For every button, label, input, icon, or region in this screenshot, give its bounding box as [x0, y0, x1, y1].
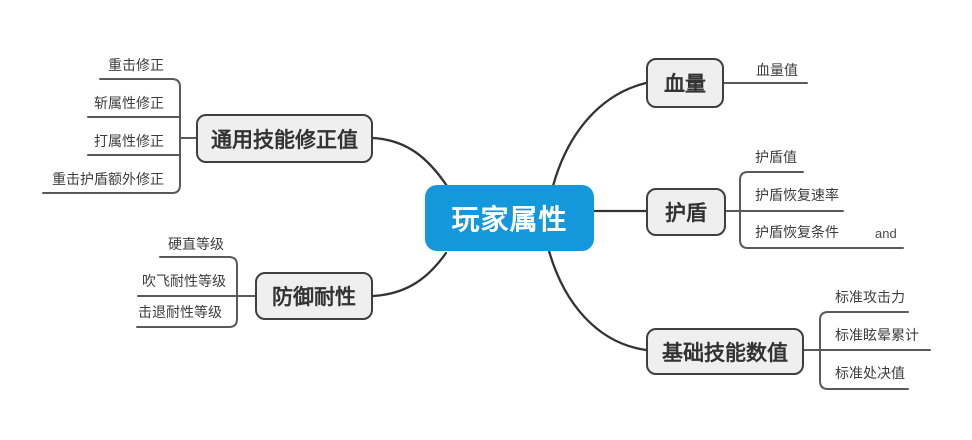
bracket-defense — [136, 256, 238, 328]
branch-base-skill-values[interactable]: 基础技能数值 — [646, 328, 804, 375]
curve-to-general-skill — [371, 136, 449, 188]
label-and[interactable]: and — [875, 226, 897, 241]
leaf-strike-attr-modifier[interactable]: 打属性修正 — [94, 133, 164, 149]
curve-to-defense — [371, 251, 448, 298]
branch-defense-resistance[interactable]: 防御耐性 — [255, 272, 373, 320]
leaf-shield-recovery-rate[interactable]: 护盾恢复速率 — [755, 187, 839, 203]
leaf-slash-attr-modifier[interactable]: 斩属性修正 — [94, 95, 164, 111]
leaf-standard-dizzy-accumulation[interactable]: 标准眩晕累计 — [835, 327, 919, 343]
leaf-launch-resist-level[interactable]: 吹飞耐性等级 — [142, 273, 226, 289]
leaf-heavy-hit-modifier[interactable]: 重击修正 — [108, 57, 164, 73]
leaf-heavy-hit-shield-extra-modifier[interactable]: 重击护盾额外修正 — [52, 171, 164, 187]
central-topic[interactable]: 玩家属性 — [425, 185, 594, 251]
curve-to-base-skill — [547, 249, 648, 352]
curve-to-hp — [551, 81, 648, 188]
leaf-shield-value[interactable]: 护盾值 — [755, 149, 797, 165]
branch-hp[interactable]: 血量 — [646, 58, 724, 108]
branch-shield[interactable]: 护盾 — [646, 188, 726, 236]
leaf-shield-recovery-condition[interactable]: 护盾恢复条件 — [755, 224, 839, 240]
leaf-hitstun-level[interactable]: 硬直等级 — [168, 236, 224, 252]
bracket-general-skill — [42, 78, 181, 194]
leaf-standard-attack-power[interactable]: 标准攻击力 — [835, 289, 905, 305]
leaf-standard-execution-value[interactable]: 标准处决值 — [835, 365, 905, 381]
leaf-hp-value[interactable]: 血量值 — [756, 62, 798, 78]
leaf-knockback-resist-level[interactable]: 击退耐性等级 — [138, 304, 222, 320]
branch-general-skill-modifiers[interactable]: 通用技能修正值 — [196, 114, 373, 163]
